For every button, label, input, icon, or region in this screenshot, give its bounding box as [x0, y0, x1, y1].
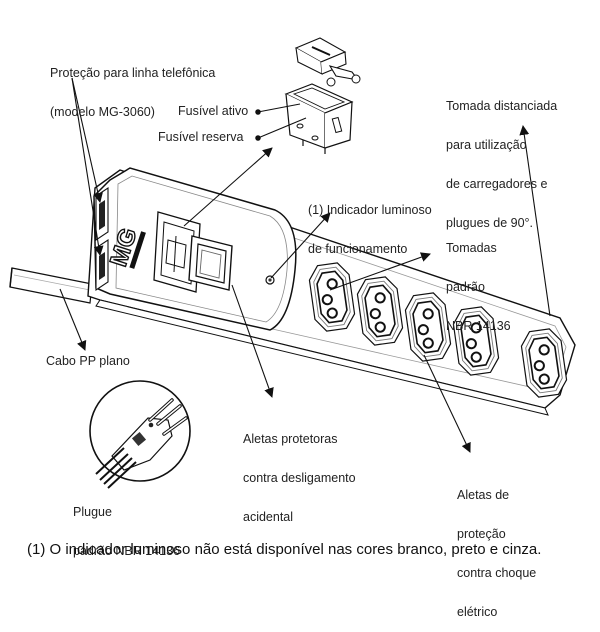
label-line: de funcionamento [308, 242, 408, 256]
label-line: contra desligamento [243, 471, 356, 485]
outlet [452, 306, 500, 376]
label-line: plugues de 90°. [446, 216, 534, 230]
label-line: Tomada distanciada [446, 99, 558, 113]
outlet [404, 292, 452, 362]
label-indicator: (1) Indicador luminoso de funcionamento [308, 178, 432, 269]
label-protective-flaps: Aletas protetoras contra desligamento ac… [243, 407, 356, 537]
outlet-pin-hole [422, 308, 434, 320]
label-line: Proteção para linha telefônica [50, 66, 216, 80]
label-line: Tomadas [446, 241, 497, 255]
flat-cable [9, 267, 93, 304]
label-plug: Plugue padrão NBR 14136 [73, 480, 180, 571]
label-line: Aletas protetoras [243, 432, 338, 446]
outlet [356, 276, 404, 346]
outlet-pin-hole [470, 351, 482, 363]
outlet [520, 328, 568, 398]
fuse-exploded-view [284, 37, 361, 154]
label-line: acidental [243, 510, 294, 524]
callout-lines [59, 77, 551, 453]
label-fuse-spare: Fusível reserva [158, 130, 244, 144]
label-flat-cable: Cabo PP plano [46, 354, 130, 368]
label-line: padrão [446, 280, 485, 294]
outlet-pin-hole [326, 307, 338, 319]
label-line: para utilização [446, 138, 527, 152]
outlet-pin-hole [533, 360, 545, 372]
label-line: elétrico [457, 605, 498, 619]
label-phone-protection: Proteção para linha telefônica (modelo M… [50, 41, 215, 132]
footnote: (1) O indicador luminoso não está dispon… [27, 541, 542, 558]
outlet-pin-hole [369, 308, 381, 320]
label-fuse-active: Fusível ativo [178, 104, 249, 118]
outlet [308, 262, 356, 332]
label-line: de carregadores e [446, 177, 548, 191]
outlet-pin-hole [321, 294, 333, 306]
outlet-pin-hole [538, 344, 550, 356]
outlet-pin-hole [465, 338, 477, 350]
label-standard-outlets: Tomadas padrão NBR 14136 [446, 216, 511, 346]
label-line: Plugue [73, 505, 112, 519]
plug-inset [89, 380, 191, 489]
label-line: contra choque [457, 566, 537, 580]
label-line: NBR 14136 [446, 319, 511, 333]
fuse-holder [153, 211, 201, 293]
outlet-pin-hole [538, 373, 550, 385]
label-line: proteção [457, 527, 506, 541]
power-switch [188, 235, 233, 291]
outlet-pin-hole [374, 292, 386, 304]
power-strip-illustration: MG [9, 37, 576, 489]
indicator-led [265, 275, 275, 285]
label-line: padrão NBR 14136 [73, 544, 181, 558]
label-line: (1) Indicador luminoso [308, 203, 432, 217]
strip-body: MG [87, 167, 576, 416]
outlet-pin-hole [422, 337, 434, 349]
label-spaced-outlet: Tomada distanciada para utilização de ca… [446, 74, 557, 243]
outlet-pin-hole [374, 321, 386, 333]
outlets [308, 262, 568, 398]
outlet-pin-hole [470, 322, 482, 334]
label-line: Aletas de [457, 488, 510, 502]
outlet-pin-hole [417, 324, 429, 336]
label-line: (modelo MG-3060) [50, 105, 155, 119]
